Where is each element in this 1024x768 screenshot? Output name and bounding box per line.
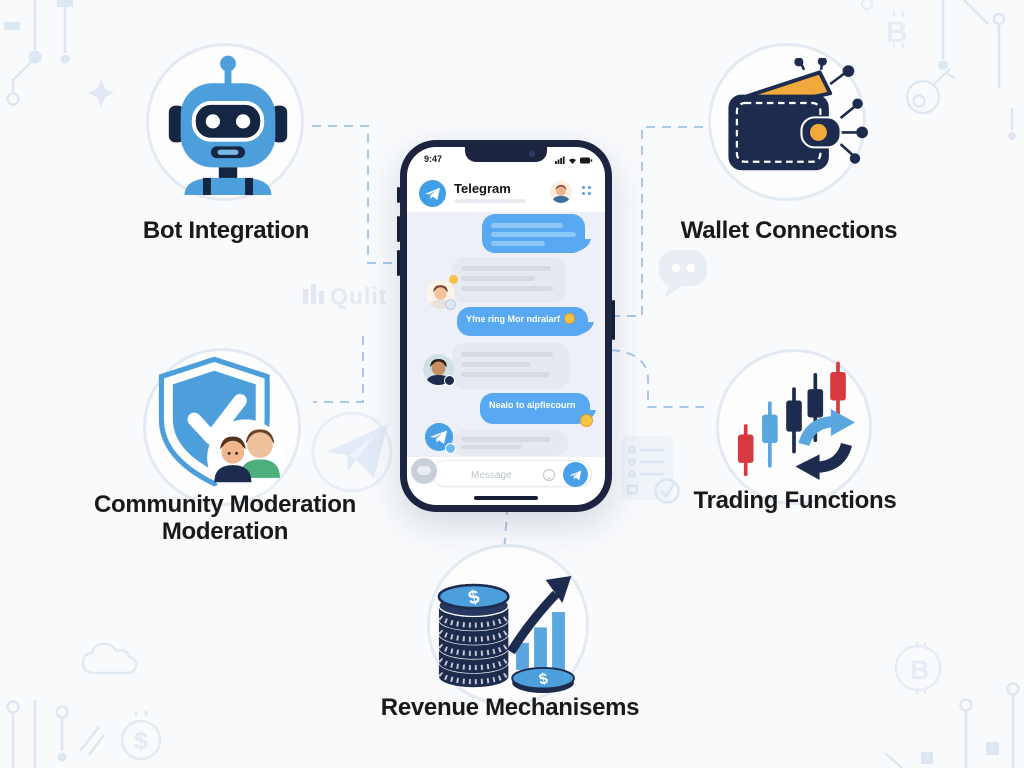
avatar-badge (445, 443, 456, 454)
sparkle-star-icon (88, 79, 114, 107)
trading-functions-label: Trading Functions (693, 487, 897, 514)
message-line-placeholder (461, 372, 549, 377)
message-line-placeholder (461, 445, 521, 449)
wifi-icon (569, 158, 576, 164)
dollar-circle-icon: $ (120, 711, 162, 761)
chart-watermark (303, 284, 324, 304)
connector-bot-to-phone (312, 125, 401, 264)
message-bubble-outgoing (482, 214, 585, 253)
community-moderation-label: Community Moderation Moderation (59, 491, 391, 546)
message-bubble-incoming (452, 430, 568, 456)
message-text: Yfne ring Mor ndralarf (466, 314, 561, 324)
message-line-placeholder (461, 276, 535, 281)
status-time: 9:47 (424, 154, 443, 164)
avatar-badge (444, 375, 455, 386)
coin-emoji-icon (580, 414, 593, 427)
send-plane-icon (569, 470, 582, 481)
wallet-network-icon (728, 58, 868, 171)
svg-text:$: $ (134, 727, 148, 755)
revenue-mechanisems-label: Revenue Mechanisems (380, 694, 640, 721)
chat-area: Yfne ring Mor ndralarf Nealo to alpfieco… (407, 213, 605, 457)
message-line-placeholder (461, 352, 553, 357)
candlestick-refresh-icon (737, 361, 856, 480)
message-bubble-incoming (452, 257, 566, 303)
home-indicator (474, 496, 538, 500)
signal-icon (555, 161, 557, 164)
telegram-logo-icon (419, 180, 446, 207)
message-placeholder: Message (471, 470, 512, 481)
circuit-lines-top-left (4, 0, 73, 106)
svg-text:B: B (886, 16, 908, 49)
community-moderation-label-line1: Community Moderation (94, 491, 356, 518)
svg-text:$: $ (538, 670, 550, 688)
message-line-placeholder (461, 286, 553, 291)
message-line-placeholder (491, 223, 563, 228)
contact-avatar[interactable] (550, 181, 572, 203)
chat-bubble-watermark (659, 250, 707, 298)
phone-side-button (397, 216, 400, 242)
circuit-lines-top-right (938, 0, 1016, 140)
checklist-watermark (621, 436, 680, 504)
globe-badge (445, 299, 456, 310)
message-bubble-incoming (452, 343, 570, 389)
status-icons (555, 156, 593, 164)
connector-moderation-to-phone (313, 336, 364, 403)
sticker-button[interactable] (411, 458, 437, 484)
message-text: Nealo to alpfiecourn (489, 400, 576, 410)
message-input[interactable]: Message (432, 460, 592, 487)
send-button[interactable] (563, 462, 588, 487)
message-input-bar: Message (407, 457, 605, 491)
phone-side-button (397, 187, 400, 203)
robot-icon (168, 55, 288, 195)
phone-mockup: 9:47 Telegram (397, 140, 615, 512)
user-pair (214, 429, 280, 483)
telegram-header: Telegram (407, 173, 605, 213)
bitcoin-watermark-top: B (861, 0, 908, 49)
message-line-placeholder (491, 241, 545, 246)
connector-trading-to-phone (610, 349, 704, 408)
message-bubble-outgoing-text: Yfne ring Mor ndralarf (457, 307, 588, 336)
cloud-watermark-icon (81, 642, 138, 675)
gear-circle-icon (905, 68, 956, 115)
coin-emoji-icon (564, 313, 576, 324)
phone-notch (465, 147, 547, 162)
message-bubble-outgoing-text: Nealo to alpfiecourn (480, 393, 593, 427)
community-moderation-label-line2: Moderation (161, 517, 289, 545)
emoji-icon[interactable] (543, 469, 555, 481)
message-line-placeholder (461, 266, 551, 271)
svg-text:$: $ (466, 587, 482, 610)
coin-stack-growth-icon: $ $ (437, 576, 575, 693)
bot-integration-label: Bot Integration (142, 217, 310, 244)
telegram-plane-watermark (311, 411, 393, 493)
svg-text:B: B (910, 655, 930, 685)
qulit-watermark-text: Qulit (330, 283, 388, 309)
phone-side-button (397, 250, 400, 276)
bitcoin-watermark-bottom: B (894, 642, 942, 694)
phone-screen: 9:47 Telegram (407, 147, 605, 505)
sparkle-badge (449, 275, 458, 284)
battery-icon (580, 157, 590, 164)
status-bar: 9:47 (407, 151, 605, 165)
camera-dot (529, 151, 535, 157)
message-line-placeholder (491, 232, 576, 237)
shield-check-users-icon (158, 356, 285, 497)
message-line-placeholder (461, 362, 531, 367)
menu-dots-icon[interactable] (582, 186, 593, 197)
phone-side-button (612, 300, 615, 340)
circuit-lines-bottom-left (6, 700, 105, 768)
circuit-lines-bottom-right (884, 682, 1020, 768)
message-line-placeholder (461, 437, 551, 442)
app-title: Telegram (454, 181, 511, 196)
wallet-connections-label: Wallet Connections (680, 217, 898, 244)
subtitle-placeholder (454, 199, 526, 203)
